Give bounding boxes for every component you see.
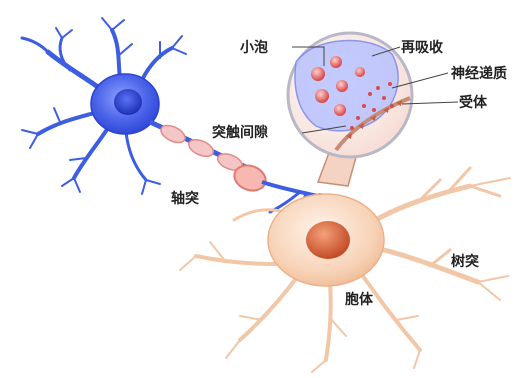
neurotransmitter-dot <box>372 108 376 112</box>
postsynaptic-neuron <box>180 168 510 372</box>
label-reuptake: 再吸收 <box>401 39 444 56</box>
label-dendrite: 树突 <box>451 253 479 270</box>
neurotransmitter-dot <box>350 126 354 130</box>
presynaptic-nucleus <box>114 89 142 115</box>
vesicle <box>355 67 365 77</box>
vesicle <box>311 67 325 81</box>
neurotransmitter-dot <box>382 96 386 100</box>
vesicle <box>336 80 348 92</box>
vesicle <box>330 56 342 68</box>
label-axon: 轴突 <box>171 190 199 207</box>
vesicle <box>315 89 329 103</box>
neurotransmitter-dot <box>388 82 392 86</box>
postsynaptic-nucleus <box>306 221 350 259</box>
label-soma: 胞体 <box>344 291 374 308</box>
neurotransmitter-dot <box>362 104 366 108</box>
label-receptor: 受体 <box>459 94 488 111</box>
neurotransmitter-dot <box>390 104 394 108</box>
neurotransmitter-dot <box>368 92 372 96</box>
label-synaptic-cleft: 突触间隙 <box>212 124 268 141</box>
neurotransmitter-dot <box>376 86 380 90</box>
label-vesicle: 小泡 <box>240 39 268 56</box>
vesicle <box>334 104 346 116</box>
label-neurotransmitter: 神经递质 <box>451 65 507 82</box>
neurotransmitter-dot <box>356 116 360 120</box>
synapse-zoom-inset <box>288 33 412 157</box>
